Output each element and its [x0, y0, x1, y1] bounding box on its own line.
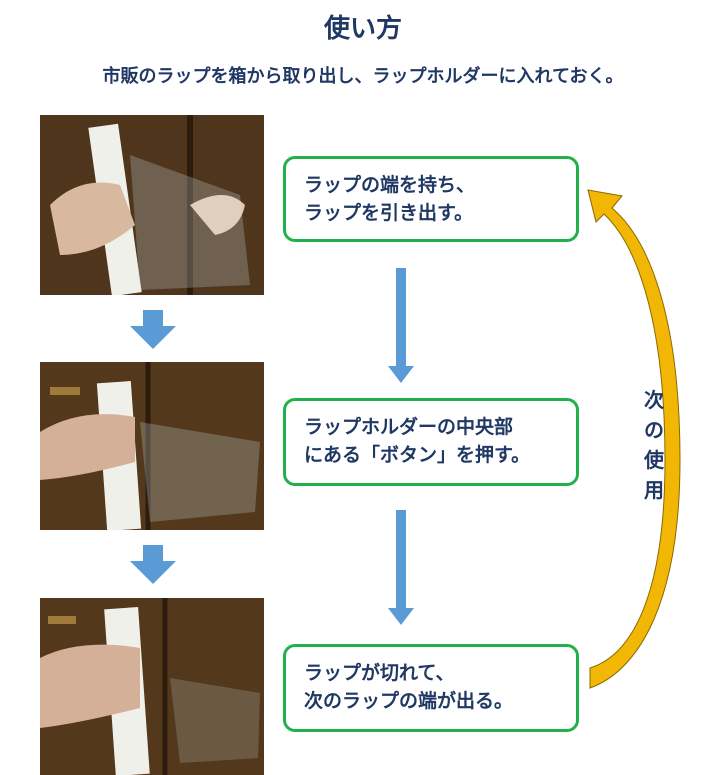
step-1-photo — [40, 115, 264, 295]
next-use-label: 次 の 使 用 — [640, 385, 668, 505]
next-use-char-3: 使 — [644, 448, 664, 472]
down-arrow-icon — [130, 545, 176, 584]
step-1-line-1: ラップの端を持ち、 — [304, 174, 476, 196]
page-subtitle: 市販のラップを箱から取り出し、ラップホルダーに入れておく。 — [102, 66, 624, 87]
next-use-char-4: 用 — [644, 478, 664, 502]
down-arrow-icon — [130, 310, 176, 349]
next-use-char-1: 次 — [644, 388, 664, 412]
page-title: 使い方 — [323, 14, 402, 44]
step-2-box: ラップホルダーの中央部 にある「ボタン」を押す。 — [283, 398, 579, 486]
down-arrow-icon — [388, 510, 414, 625]
curved-arrow-icon — [587, 189, 681, 689]
step-3-photo — [40, 598, 264, 775]
step-1-box: ラップの端を持ち、 ラップを引き出す。 — [283, 156, 579, 242]
step-1-line-2: ラップを引き出す。 — [304, 202, 474, 224]
step-2-photo — [40, 362, 264, 530]
step-2-line-1: ラップホルダーの中央部 — [304, 416, 514, 438]
down-arrow-icon — [388, 268, 414, 383]
step-3-box: ラップが切れて、 次のラップの端が出る。 — [283, 644, 579, 732]
step-3-line-1: ラップが切れて、 — [304, 662, 455, 684]
next-use-char-2: の — [644, 418, 664, 442]
step-2-line-2: にある「ボタン」を押す。 — [304, 444, 531, 466]
step-3-line-2: 次のラップの端が出る。 — [304, 690, 514, 712]
